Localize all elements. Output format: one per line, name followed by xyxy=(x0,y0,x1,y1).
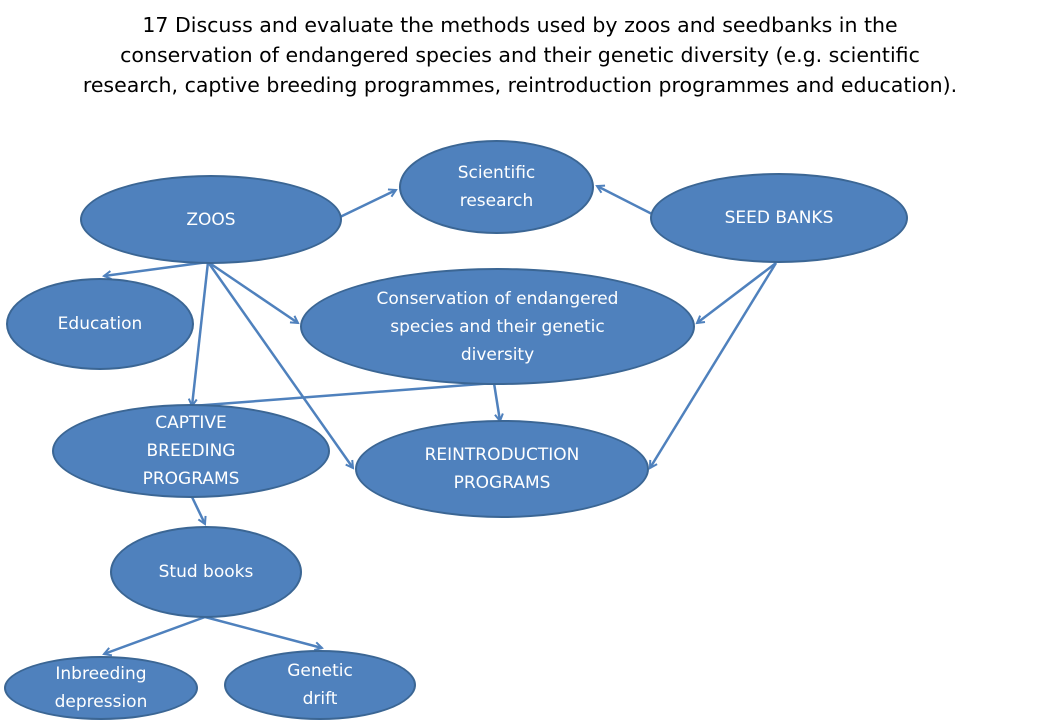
edge-conservation-captive-breeding xyxy=(191,381,495,408)
genetic-drift-node: Genetic drift xyxy=(224,650,416,720)
edge-zoos-reintroduction xyxy=(206,261,353,468)
conservation-label: Conservation of endangered species and t… xyxy=(376,288,619,365)
inbreeding-depression-node: Inbreeding depression xyxy=(4,656,198,720)
edge-conservation-reintroduction xyxy=(492,382,500,421)
education-label: Education xyxy=(57,314,143,334)
reintroduction-label: REINTRODUCTION PROGRAMS xyxy=(424,445,580,493)
edge-stud-books-genetic-drift xyxy=(204,615,322,648)
edge-zoos-scientific-research xyxy=(339,190,396,219)
seed-banks-label: SEED BANKS xyxy=(724,208,834,228)
zoos-label: ZOOS xyxy=(186,209,236,230)
captive-breeding-node: CAPTIVE BREEDING PROGRAMS xyxy=(52,404,330,498)
edge-seed-banks-scientific-research xyxy=(597,186,653,216)
conservation-node: Conservation of endangered species and t… xyxy=(300,268,695,385)
stud-books-label: Stud books xyxy=(158,562,254,582)
education-node: Education xyxy=(6,278,194,370)
stud-books-node: Stud books xyxy=(110,526,302,618)
edge-stud-books-inbreeding xyxy=(104,615,206,654)
seed-banks-node: SEED BANKS xyxy=(650,173,908,263)
reintroduction-node: REINTRODUCTION PROGRAMS xyxy=(355,420,649,518)
edge-captive-breeding-stud-books xyxy=(190,496,205,524)
scientific-research-label: Scientific research xyxy=(457,163,536,211)
edge-zoos-captive-breeding xyxy=(192,261,210,406)
zoos-node: ZOOS xyxy=(80,175,342,264)
edge-zoos-education xyxy=(104,260,209,276)
captive-breeding-label: CAPTIVE BREEDING PROGRAMS xyxy=(142,413,240,489)
inbreeding-depression-label: Inbreeding depression xyxy=(54,664,148,712)
edge-zoos-conservation xyxy=(207,260,298,323)
question-title: 17 Discuss and evaluate the methods used… xyxy=(82,13,958,97)
genetic-drift-label: Genetic drift xyxy=(287,661,353,709)
edge-seed-banks-conservation xyxy=(697,262,777,323)
scientific-research-node: Scientific research xyxy=(399,140,594,234)
edge-seed-banks-reintroduction xyxy=(648,262,778,468)
